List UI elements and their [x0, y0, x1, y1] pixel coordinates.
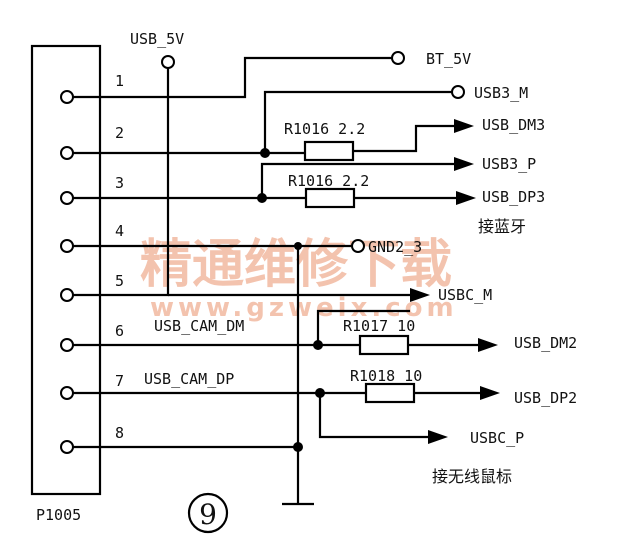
pin-number: 8 [115, 424, 124, 442]
pin-3 [60, 191, 74, 205]
net-label-usbc-m: USBC_M [438, 286, 492, 304]
net-label-usb3-p: USB3_P [482, 155, 536, 173]
net-label-usb-dp3: USB_DP3 [482, 188, 545, 206]
pin-7 [60, 386, 74, 400]
gnd-terminal [351, 239, 365, 253]
pin-number: 3 [115, 174, 124, 192]
resistor-r1018 [364, 382, 416, 404]
connector-body [30, 44, 102, 496]
net-label-usb-5v: USB_5V [130, 30, 184, 48]
figure-number: 9 [199, 498, 217, 531]
pin-number: 4 [115, 222, 124, 240]
net-label-bt-5v: BT_5V [426, 50, 471, 68]
junction-dot [313, 340, 323, 350]
usbc-p-wire [318, 393, 428, 439]
net-label-usb-dm3: USB_DM3 [482, 116, 545, 134]
arrow-usb3-p [454, 157, 474, 171]
note-bluetooth: 接蓝牙 [478, 217, 526, 236]
usb3-m-wire [263, 90, 452, 153]
arrow-usb-dm2 [478, 338, 498, 352]
junction-dot [294, 242, 302, 250]
usbc-m-branch [316, 309, 410, 345]
net-label-usb-dm2: USB_DM2 [514, 334, 577, 352]
note-wireless-mouse: 接无线鼠标 [432, 467, 512, 486]
resistor-label-r4: R1018 10 [350, 367, 422, 385]
arrow-usbc-p [428, 430, 448, 444]
pin-number: 1 [115, 72, 124, 90]
arrow-usb-dp2 [480, 386, 500, 400]
pin-5 [60, 288, 74, 302]
net-label-usb3-m: USB3_M [474, 84, 528, 102]
pin-8 [60, 440, 74, 454]
bt-5v-wire [73, 56, 392, 99]
pin-1 [60, 90, 74, 104]
pin-4 [60, 239, 74, 253]
arrow-usb-dp3 [456, 191, 476, 205]
resistor-r1017 [358, 334, 410, 356]
pin-number: 5 [115, 272, 124, 290]
connector-designator: P1005 [36, 506, 81, 524]
usb3-p-wire [260, 162, 454, 198]
net-label-usb-dp2: USB_DP2 [514, 389, 577, 407]
resistor-r1016-b [304, 187, 356, 209]
pin-6 [60, 338, 74, 352]
junction-dot [293, 442, 303, 452]
net-label-usb-cam-dp: USB_CAM_DP [144, 370, 234, 388]
junction-dot [260, 148, 270, 158]
usb-5v-terminal [161, 55, 175, 69]
usb3-m-terminal [451, 85, 465, 99]
resistor-label-r2: R1016 2.2 [288, 172, 369, 190]
pin-number: 7 [115, 372, 124, 390]
net-label-gnd: GND2_3 [368, 238, 422, 256]
resistor-r1016-a [303, 140, 355, 162]
usb-dm3-wire [353, 124, 454, 153]
arrow-usbc-m [410, 288, 430, 302]
resistor-label-r1: R1016 2.2 [284, 120, 365, 138]
net-label-usbc-p: USBC_P [470, 429, 524, 447]
resistor-label-r3: R1017 10 [343, 317, 415, 335]
watermark-url: www.gzweix.com [150, 293, 458, 323]
pin-number: 6 [115, 322, 124, 340]
figure-number-circle [187, 492, 229, 534]
net-label-usb-cam-dm: USB_CAM_DM [154, 317, 244, 335]
arrow-usb-dm3 [454, 119, 474, 133]
pin-2 [60, 146, 74, 160]
junction-dot [257, 193, 267, 203]
bt-5v-terminal [391, 51, 405, 65]
pin-number: 2 [115, 124, 124, 142]
